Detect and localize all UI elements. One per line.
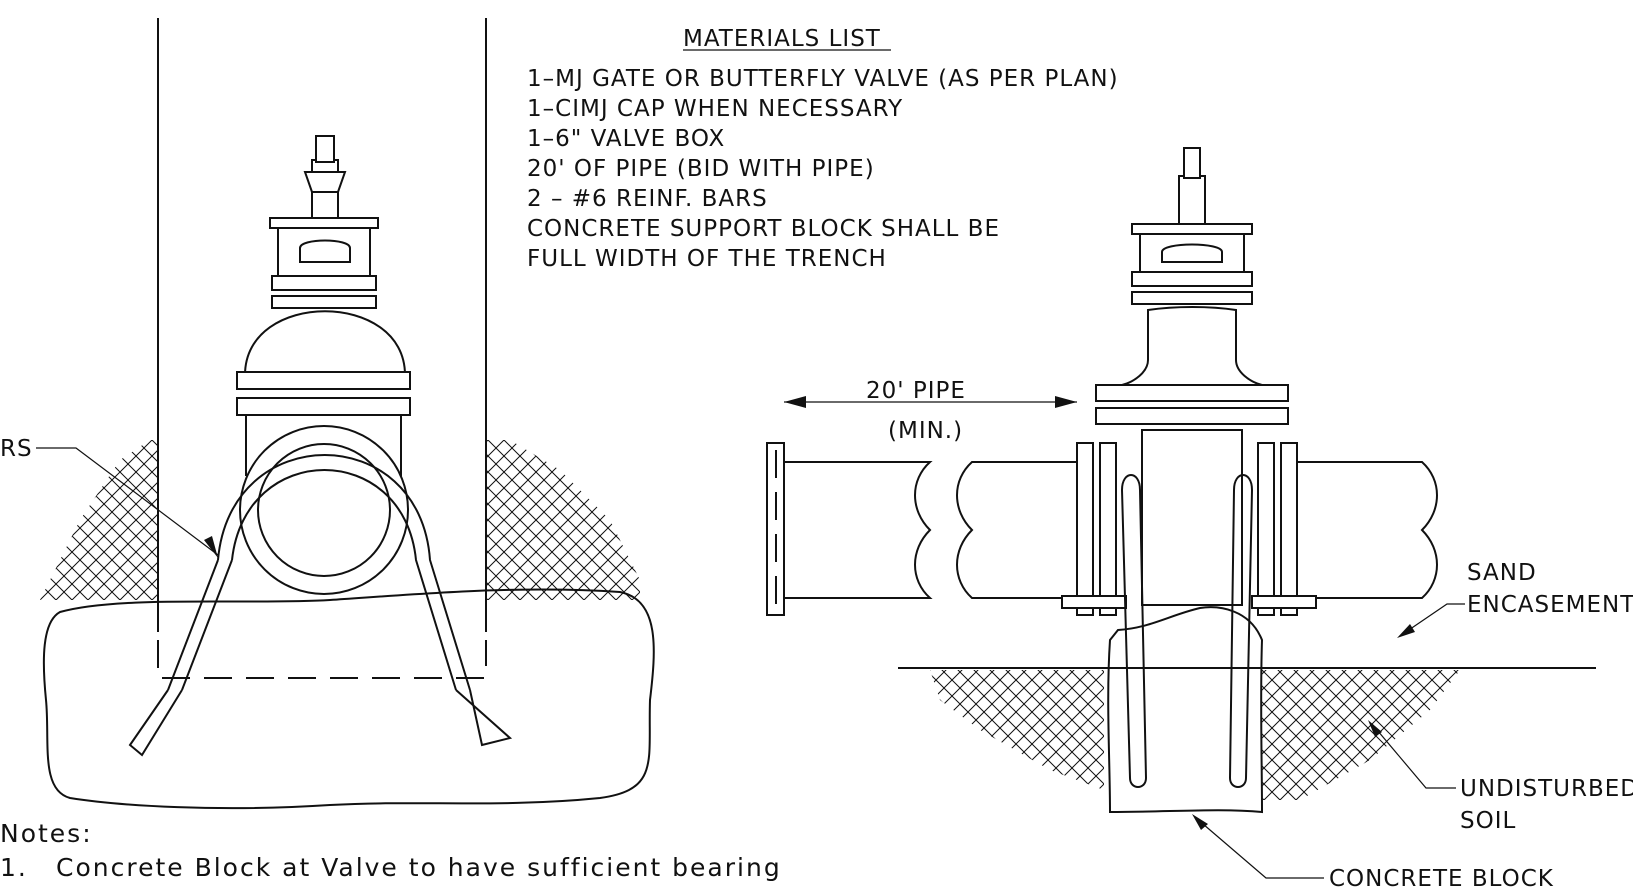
pipe-flange-left-inner — [1099, 442, 1117, 616]
valve-bonnet — [243, 310, 407, 376]
pipe-flange-left-outer — [1076, 442, 1094, 616]
notes-heading: Notes: — [0, 819, 93, 848]
reinf-bar-hook-right — [455, 689, 513, 747]
right-elevation-view: 20' PIPE (MIN.) SAND ENCASEMENT UNDISTUR… — [766, 147, 1633, 889]
pipe-inner-circle — [257, 443, 391, 577]
materials-title: MATERIALS LIST — [683, 26, 881, 52]
concrete-block-right — [1107, 606, 1264, 814]
tie-bolt-right — [1251, 595, 1317, 609]
materials-item: 20' OF PIPE (BID WITH PIPE) — [527, 156, 875, 182]
reinf-bar-vertical-right — [1228, 474, 1254, 788]
pipe-outer-circle — [239, 425, 409, 595]
soil-hatch-right-right — [1262, 670, 1460, 800]
materials-list: MATERIALS LIST 1–MJ GATE OR BUTTERFLY VA… — [527, 26, 1119, 272]
reinf-bar-left-leg-inner — [181, 559, 233, 691]
pipe-left-segment — [783, 461, 933, 599]
valve-bonnet-right — [1121, 306, 1263, 386]
bars-leader-line — [36, 447, 219, 556]
left-section-view — [36, 18, 655, 810]
valve-stem-cap — [303, 171, 347, 193]
dimension-arrow-right — [1055, 396, 1077, 408]
materials-item: CONCRETE SUPPORT BLOCK SHALL BE — [527, 216, 1000, 242]
materials-item: 1–CIMJ CAP WHEN NECESSARY — [527, 96, 903, 122]
valve-flange-right-upper — [1095, 384, 1289, 402]
concrete-block-label: CONCRETE BLOCK — [1329, 866, 1554, 889]
pipe-flange-right-inner — [1257, 442, 1275, 616]
valve-stem-top — [315, 135, 335, 163]
reinf-bar-inner — [231, 469, 457, 691]
concrete-leader-arrow — [1192, 814, 1208, 830]
valve-top-plate — [271, 295, 377, 309]
sand-leader-arrow — [1397, 624, 1415, 638]
valve-top-flange — [271, 275, 377, 291]
soil-hatch-left — [40, 440, 158, 600]
valve-top-flange-right — [1131, 271, 1253, 287]
pipe-length-label: 20' PIPE — [866, 378, 966, 404]
valve-operator-nut — [299, 239, 351, 263]
reinf-bar-hook-left — [128, 689, 183, 757]
sand-label: SAND — [1467, 560, 1537, 586]
note-item-text: Concrete Block at Valve to have sufficie… — [56, 853, 782, 882]
materials-item: 1–6" VALVE BOX — [527, 126, 725, 152]
pipe-flange-right-outer — [1280, 442, 1298, 616]
reinf-bar-outer — [217, 454, 471, 691]
note-item-number: 1. — [0, 853, 28, 882]
undisturbed-label: UNDISTURBED — [1460, 776, 1633, 802]
encasement-label: ENCASEMENT — [1467, 592, 1633, 618]
valve-flange-upper — [236, 371, 411, 390]
valve-flange-lower — [236, 397, 411, 416]
reinf-bar-vertical-left — [1120, 474, 1148, 788]
soil-leader-arrow — [1368, 720, 1382, 737]
trench-dashed-extension — [157, 640, 487, 679]
concrete-leader-line — [1195, 817, 1324, 879]
pipe-min-label: (MIN.) — [888, 418, 963, 444]
soil-hatch-right-left — [930, 670, 1104, 790]
tie-bolt-left — [1061, 595, 1127, 609]
pipe-mid-segment — [956, 461, 1081, 599]
reinf-bar-left-leg-outer — [167, 559, 219, 691]
valve-top-plate-right — [1131, 291, 1253, 305]
bars-label-partial: RS — [0, 436, 33, 462]
valve-yoke-plate-right — [1131, 223, 1253, 235]
valve-flange-right-lower — [1095, 407, 1289, 425]
bars-leader-arrow — [204, 536, 218, 558]
pipe-right-segment — [1289, 461, 1438, 599]
valve-operator-nut-right — [1161, 243, 1223, 263]
materials-item: 2 – #6 REINF. BARS — [527, 186, 768, 212]
sand-leader-line — [1399, 603, 1465, 637]
soil-leader-line — [1371, 723, 1456, 789]
concrete-block-left — [42, 588, 655, 810]
soil-hatch-right — [486, 440, 640, 600]
notes: Notes: 1. Concrete Block at Valve to hav… — [0, 819, 782, 882]
materials-item: FULL WIDTH OF THE TRENCH — [527, 246, 887, 272]
dimension-arrow-left — [784, 396, 806, 408]
valve-stem-top-right — [1183, 147, 1201, 179]
valve-body-right — [1141, 429, 1243, 606]
valve-yoke-plate — [269, 217, 379, 229]
valve-stem-right — [1178, 175, 1206, 225]
soil-label: SOIL — [1460, 808, 1516, 834]
materials-item: 1–MJ GATE OR BUTTERFLY VALVE (AS PER PLA… — [527, 66, 1119, 92]
